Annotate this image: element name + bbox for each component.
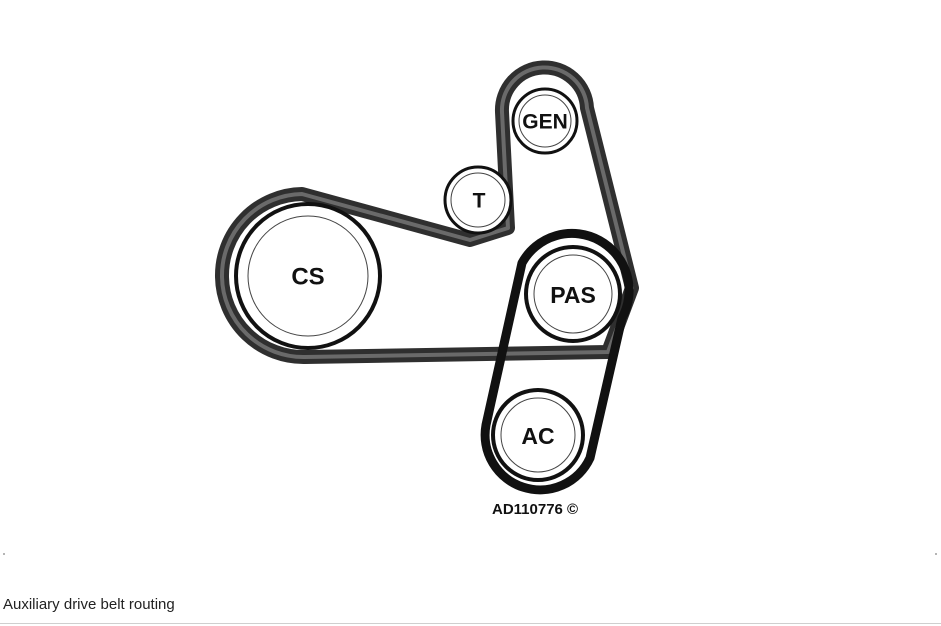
- pulley-ac: AC: [491, 388, 585, 482]
- figure-reference-code: AD110776 ©: [492, 501, 578, 518]
- bottom-divider: [0, 623, 941, 624]
- pulley-gen: GEN: [511, 87, 579, 155]
- pulley-cs-label: CS: [291, 264, 324, 291]
- frame-corner-left: [3, 553, 5, 555]
- pulley-pas: PAS: [524, 245, 622, 343]
- frame-corner-right: [935, 553, 937, 555]
- pulley-t: T: [443, 165, 513, 235]
- pulley-cs: CS: [234, 202, 382, 350]
- pulley-ac-label: AC: [521, 423, 554, 449]
- belt-routing-diagram: CS T GEN PAS AC AD110776 ©: [215, 60, 639, 518]
- pulley-t-label: T: [473, 190, 486, 213]
- ac-belt: [480, 228, 634, 495]
- pulley-pas-label: PAS: [550, 282, 596, 308]
- main-belt: [215, 60, 639, 365]
- pulley-gen-label: GEN: [522, 111, 568, 134]
- figure-caption: Auxiliary drive belt routing: [3, 596, 175, 613]
